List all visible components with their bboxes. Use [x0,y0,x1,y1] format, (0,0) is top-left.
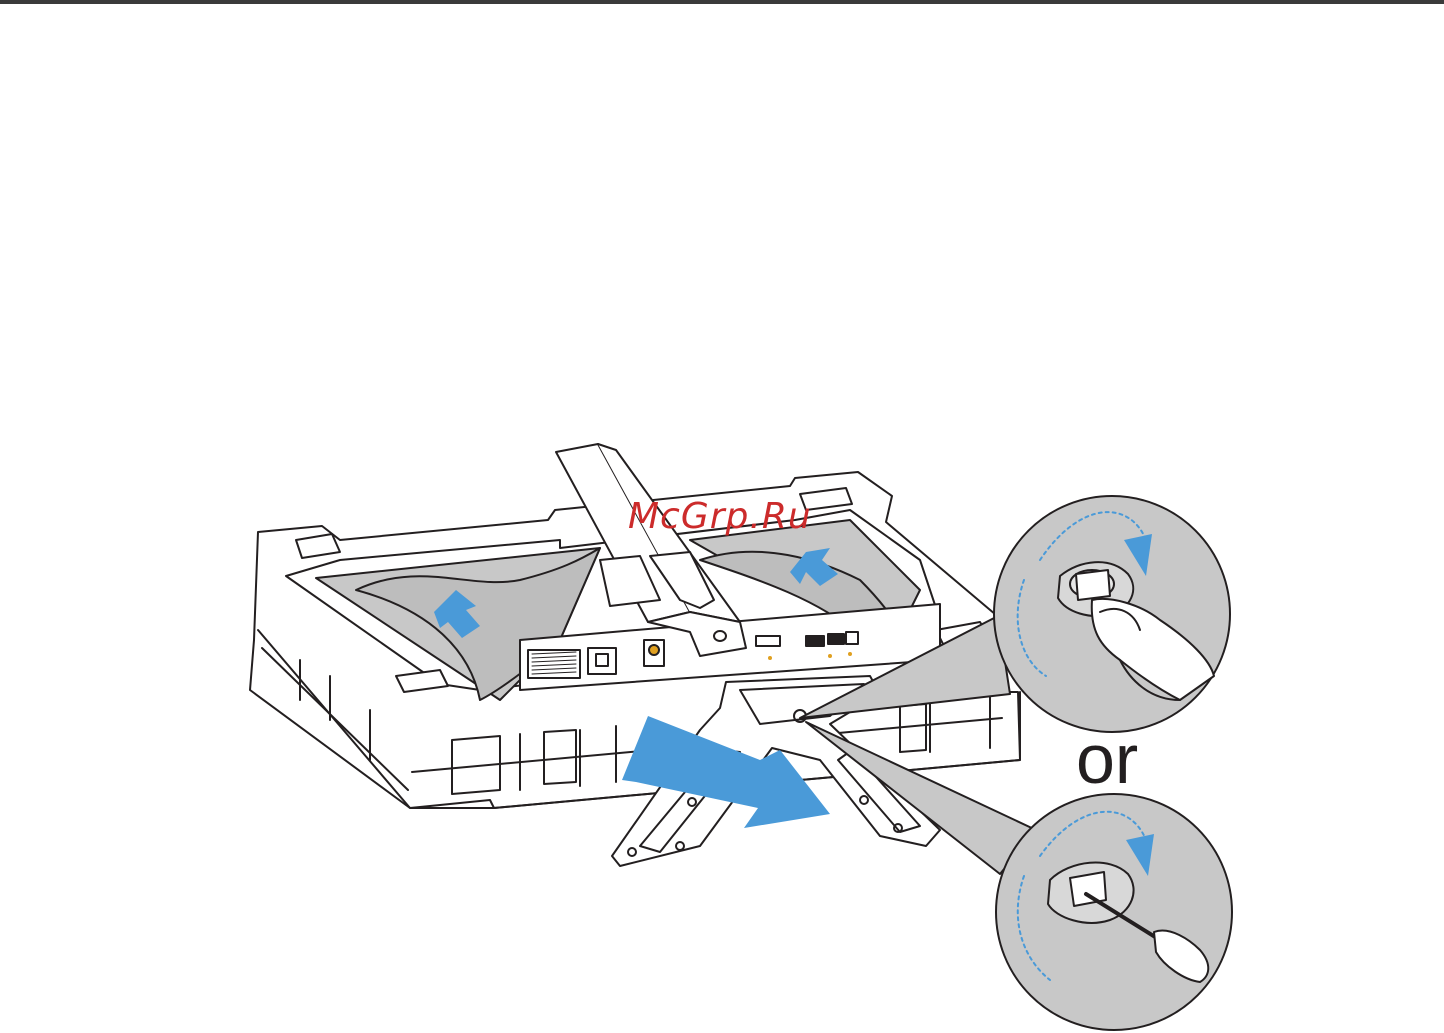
screwdriver-callout [996,794,1232,1030]
watermark: McGrp.Ru [628,496,812,537]
or-separator-label: or [1076,724,1138,794]
hand-tighten-callout [994,496,1230,732]
